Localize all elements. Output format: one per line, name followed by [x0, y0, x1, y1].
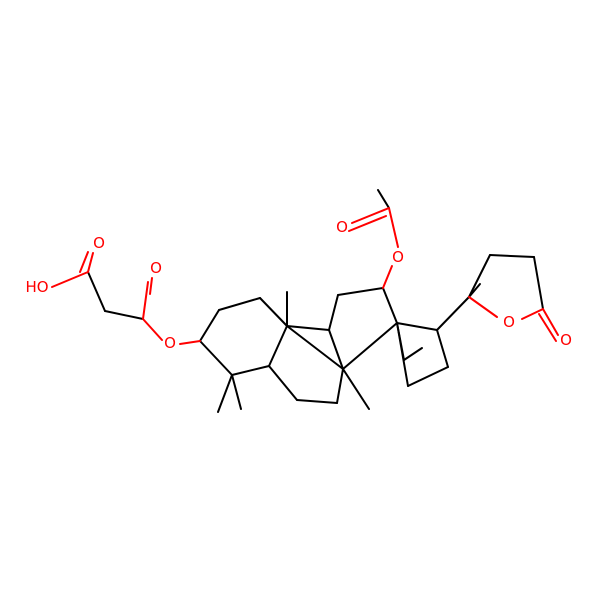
bond-3 [268, 325, 288, 367]
bond-6 [217, 374, 233, 413]
bond-45 [87, 271, 106, 312]
bond-14 [328, 329, 344, 370]
atom-label-o-acetoxy: O [392, 248, 404, 266]
bond-35 [382, 265, 393, 289]
bond-44 [149, 277, 153, 295]
bond-24 [396, 322, 405, 361]
bond-30 [533, 256, 544, 310]
bond-12 [286, 325, 344, 370]
bond-17 [382, 287, 398, 324]
bond-47 [87, 252, 94, 273]
bond-19 [342, 368, 370, 410]
bond-13 [286, 325, 330, 331]
bond-28 [468, 254, 491, 298]
bond-32 [468, 296, 498, 318]
bond-34 [538, 313, 557, 342]
bond-40 [179, 340, 201, 345]
bond-41 [142, 318, 163, 341]
atom-label-ho: HO [25, 278, 48, 296]
bond-9 [268, 365, 298, 401]
bond-1 [218, 297, 261, 311]
bond-11 [336, 368, 344, 404]
bond-38 [351, 207, 390, 224]
bond-2 [259, 297, 288, 327]
atom-label-o-ring-lactone: O [503, 313, 515, 331]
bond-15 [328, 294, 339, 331]
bond-7 [231, 374, 242, 410]
bonds [51, 189, 559, 413]
bond-21 [436, 329, 449, 368]
bond-48 [79, 251, 89, 273]
bond-20 [396, 322, 438, 331]
bond-36 [388, 207, 399, 248]
bond-26 [436, 296, 470, 331]
bond-42 [104, 310, 144, 320]
bond-22 [407, 366, 449, 387]
bond-31 [521, 308, 544, 320]
bond-43 [142, 281, 149, 320]
bond-25 [403, 347, 423, 361]
atom-label-o-ester-bridge: O [164, 334, 176, 352]
bond-16 [337, 287, 384, 296]
atom-label-o-malonate-carbonyl: O [150, 259, 162, 277]
atom-label-o-acid-carbonyl: O [93, 234, 105, 252]
atom-label-o-acetyl-carbonyl: O [336, 218, 348, 236]
bond-10 [296, 399, 338, 404]
bond-46 [51, 271, 89, 288]
bond-39 [348, 215, 387, 232]
bond-0 [199, 309, 220, 342]
bond-18 [342, 322, 398, 370]
bond-29 [489, 254, 535, 258]
atom-labels: HO O O O O O O O [25, 218, 571, 352]
bond-5 [199, 340, 233, 376]
bond-4 [231, 365, 270, 376]
bond-37 [377, 189, 390, 209]
atom-label-o-lactone-carbonyl: O [560, 331, 572, 349]
bond-33 [542, 308, 559, 336]
